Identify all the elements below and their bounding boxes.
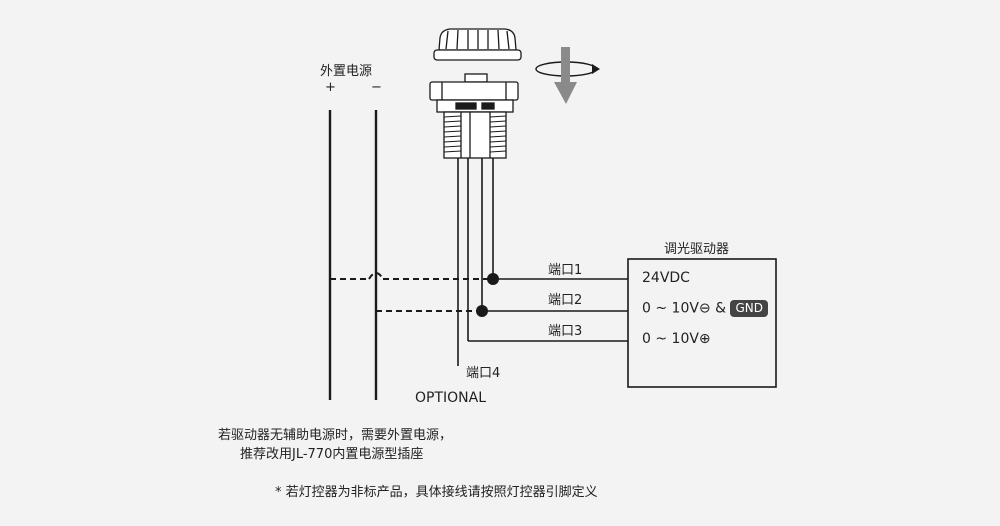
power-rails xyxy=(328,110,378,400)
junction-dot-port2 xyxy=(476,305,488,317)
socket-body xyxy=(429,73,519,159)
port-wires xyxy=(468,278,628,342)
port4-label: 端口4 xyxy=(466,366,501,381)
driver-pin2-text: 0 ~ 10V⊖ & xyxy=(642,300,727,317)
note-line2: 推荐改用JL-770内置电源型插座 xyxy=(240,447,424,462)
socket-thread xyxy=(443,115,507,153)
note-line1: 若驱动器无辅助电源时，需要外置电源， xyxy=(218,428,453,443)
optional-label: OPTIONAL xyxy=(415,390,487,406)
power-minus-label: − xyxy=(371,80,382,95)
driver-pin2-label: 0 ~ 10V⊖ & GND xyxy=(642,300,768,317)
port1-label: 端口1 xyxy=(548,263,583,278)
rotate-down-arrow-icon xyxy=(535,47,600,104)
driver-pin3-label: 0 ~ 10V⊕ xyxy=(642,331,711,347)
power-plus-label: + xyxy=(325,80,336,95)
socket-wires xyxy=(457,158,494,366)
footnote: * 若灯控器为非标产品，具体接线请按照灯控器引脚定义 xyxy=(275,485,598,500)
optional-dashed-wires xyxy=(330,272,493,312)
driver-box xyxy=(627,258,777,388)
driver-pin1-label: 24VDC xyxy=(642,270,690,286)
port3-label: 端口3 xyxy=(548,324,583,339)
port2-label: 端口2 xyxy=(548,293,583,308)
gnd-badge: GND xyxy=(730,300,768,317)
driver-title: 调光驱动器 xyxy=(664,242,730,257)
knob-cap xyxy=(433,28,522,61)
external-power-title: 外置电源 xyxy=(320,64,373,79)
junction-dot-port1 xyxy=(487,273,499,285)
